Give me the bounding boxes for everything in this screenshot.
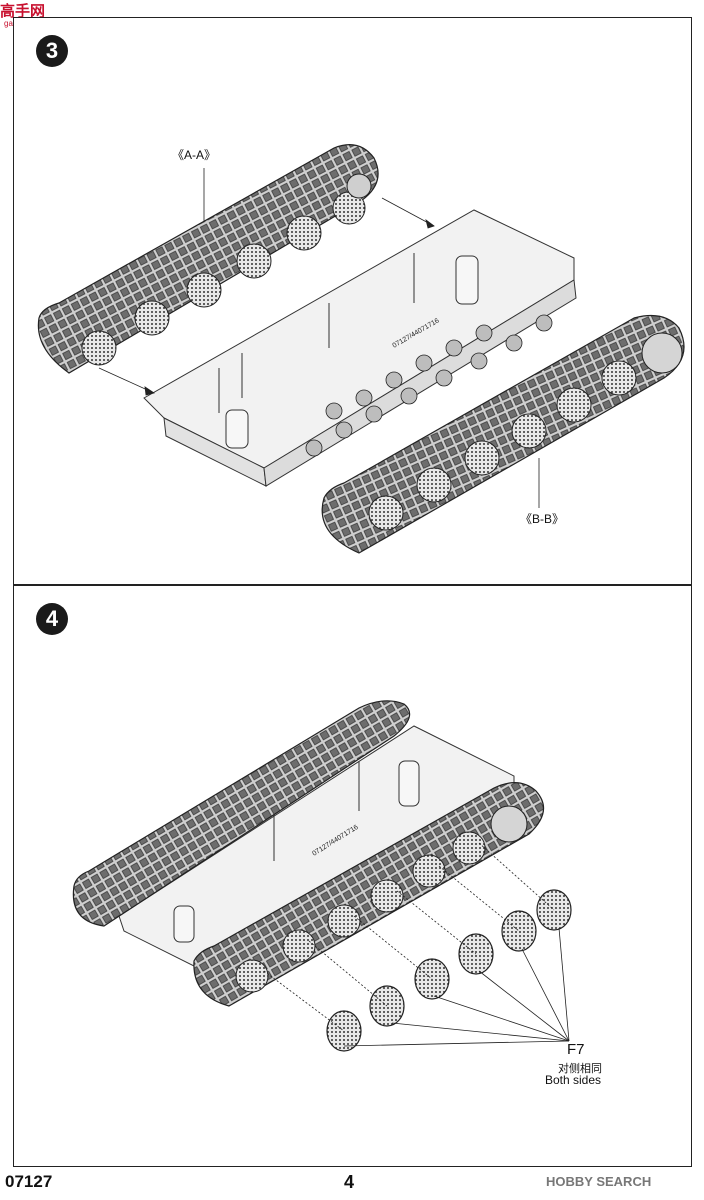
step-4-drawing: 07127/44071716 [72, 700, 572, 1052]
page-number: 4 [344, 1172, 355, 1192]
step-4-panel: 4 07127/44071716 [13, 585, 692, 1167]
part-label-f7: F7 [567, 1041, 585, 1058]
note-en: Both sides [545, 1073, 602, 1087]
step-3-badge: 3 [36, 35, 68, 67]
hobby-search-watermark: HOBBY SEARCH [546, 1174, 652, 1189]
step-4-badge: 4 [36, 603, 68, 635]
note-cn: 对侧相同 [558, 1063, 602, 1075]
product-code: 07127 [5, 1172, 53, 1191]
step-3-drawing: 07127/44071716 [37, 144, 685, 554]
label-b-b: 《B-B》 [520, 512, 565, 526]
site-logo: 高手网 [0, 3, 46, 20]
step-3-panel: 3 07127/44071716 [13, 17, 692, 585]
track-b-b [321, 315, 685, 554]
track-a-a [37, 144, 379, 374]
label-a-a: 《A-A》 [172, 148, 217, 162]
